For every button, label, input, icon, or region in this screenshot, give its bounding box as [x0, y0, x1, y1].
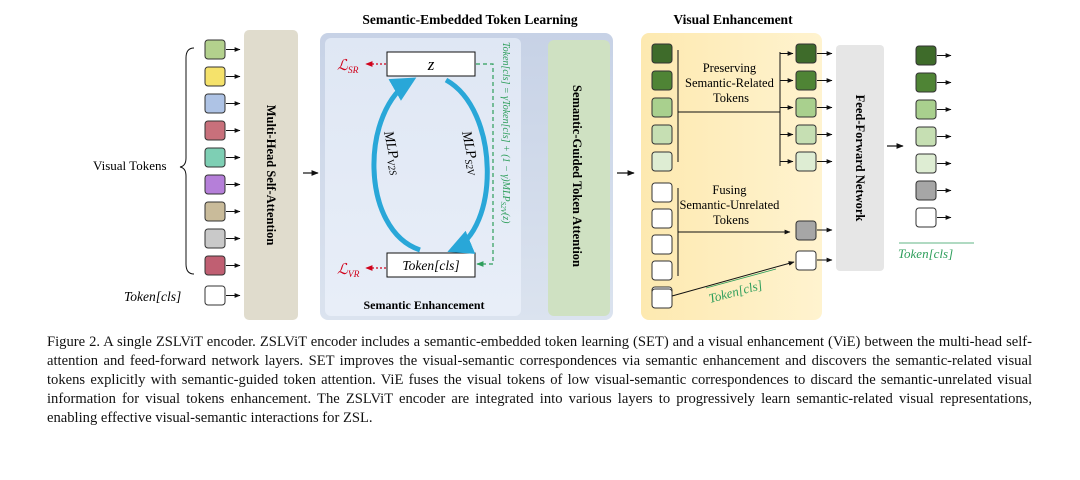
preserved-token [795, 151, 817, 172]
mhsa-block [244, 30, 298, 320]
preserving-line-1: Preserving [703, 61, 757, 75]
vie-title: Visual Enhancement [673, 12, 793, 27]
loss-sr: ℒSR [337, 58, 359, 76]
sgta-block [548, 40, 610, 316]
update-equation: Token[cls] = γToken[cls] + (1 − γ)MLPS2V… [499, 42, 511, 224]
semantic-related-token [651, 70, 673, 91]
token-cls-box-label: Token[cls] [402, 258, 459, 273]
input-token [204, 285, 226, 306]
semantic-unrelated-token [651, 234, 673, 255]
z-label: z [427, 55, 435, 74]
input-token [204, 228, 226, 249]
input-token [204, 255, 226, 276]
mlp-v2s-arrow [371, 77, 421, 253]
output-token [915, 45, 937, 66]
mlp-s2v-arrow [444, 77, 490, 254]
input-token [204, 147, 226, 168]
fusing-label: Fusing Semantic-Unrelated Tokens [679, 183, 782, 227]
sgta-label: Semantic-Guided Token Attention [570, 85, 584, 267]
input-token [204, 201, 226, 222]
semantic-enhancement-label: Semantic Enhancement [364, 298, 485, 312]
preserving-line-3: Tokens [713, 91, 749, 105]
ffn-block [836, 45, 884, 271]
fused-token [795, 220, 817, 241]
mlp-s2v-label: MLPS2V [456, 129, 482, 179]
output-token [915, 180, 937, 201]
input-token-cls-label: Token[cls] [124, 289, 181, 304]
input-token [204, 120, 226, 141]
output-token [915, 207, 937, 228]
semantic-related-token [651, 151, 673, 172]
fusing-line-3: Tokens [713, 213, 749, 227]
fusing-line-2: Semantic-Unrelated [679, 198, 780, 212]
output-token [915, 126, 937, 147]
preserved-token [795, 124, 817, 145]
input-token-column [204, 39, 241, 306]
preserved-token [795, 97, 817, 118]
output-token-cls-label: Token[cls] [898, 246, 953, 261]
set-title: Semantic-Embedded Token Learning [362, 12, 578, 27]
output-token [915, 99, 937, 120]
visual-tokens-label: Visual Tokens [93, 158, 167, 173]
mhsa-label: Multi-Head Self-Attention [264, 105, 278, 246]
preserved-token [795, 43, 817, 64]
update-path [476, 63, 494, 267]
ffn-label: Feed-Forward Network [853, 95, 867, 222]
output-token-column [915, 45, 952, 228]
semantic-related-token [651, 43, 673, 64]
input-token [204, 39, 226, 60]
figure-caption: Figure 2. A single ZSLViT encoder. ZSLVi… [47, 334, 1032, 426]
loss-vr: ℒVR [337, 262, 360, 280]
vie-input-cls-token [651, 288, 673, 309]
semantic-unrelated-token [651, 182, 673, 203]
semantic-related-token [651, 97, 673, 118]
encoder-diagram: Semantic-Embedded Token Learning Visual … [93, 12, 974, 320]
preserving-line-2: Semantic-Related [685, 76, 775, 90]
semantic-unrelated-token [651, 208, 673, 229]
output-token [915, 153, 937, 174]
semantic-unrelated-token [651, 260, 673, 281]
input-token [204, 93, 226, 114]
preserve-arrows [780, 43, 833, 172]
fusing-line-1: Fusing [712, 183, 747, 197]
token-cls-box [386, 252, 476, 278]
vie-cls-token [795, 250, 817, 271]
z-box [386, 51, 476, 77]
preserving-label: Preserving Semantic-Related Tokens [685, 61, 777, 105]
input-token [204, 174, 226, 195]
output-token [915, 72, 937, 93]
vie-block [641, 33, 822, 320]
cls-bypass-line [671, 261, 795, 297]
mlp-v2s-label: MLPV2S [378, 129, 404, 177]
semantic-related-token [651, 124, 673, 145]
visual-tokens-brace [179, 47, 195, 275]
preserved-token [795, 70, 817, 91]
input-token [204, 66, 226, 87]
vie-token-column [651, 43, 673, 309]
vie-cls-overline [705, 268, 777, 289]
